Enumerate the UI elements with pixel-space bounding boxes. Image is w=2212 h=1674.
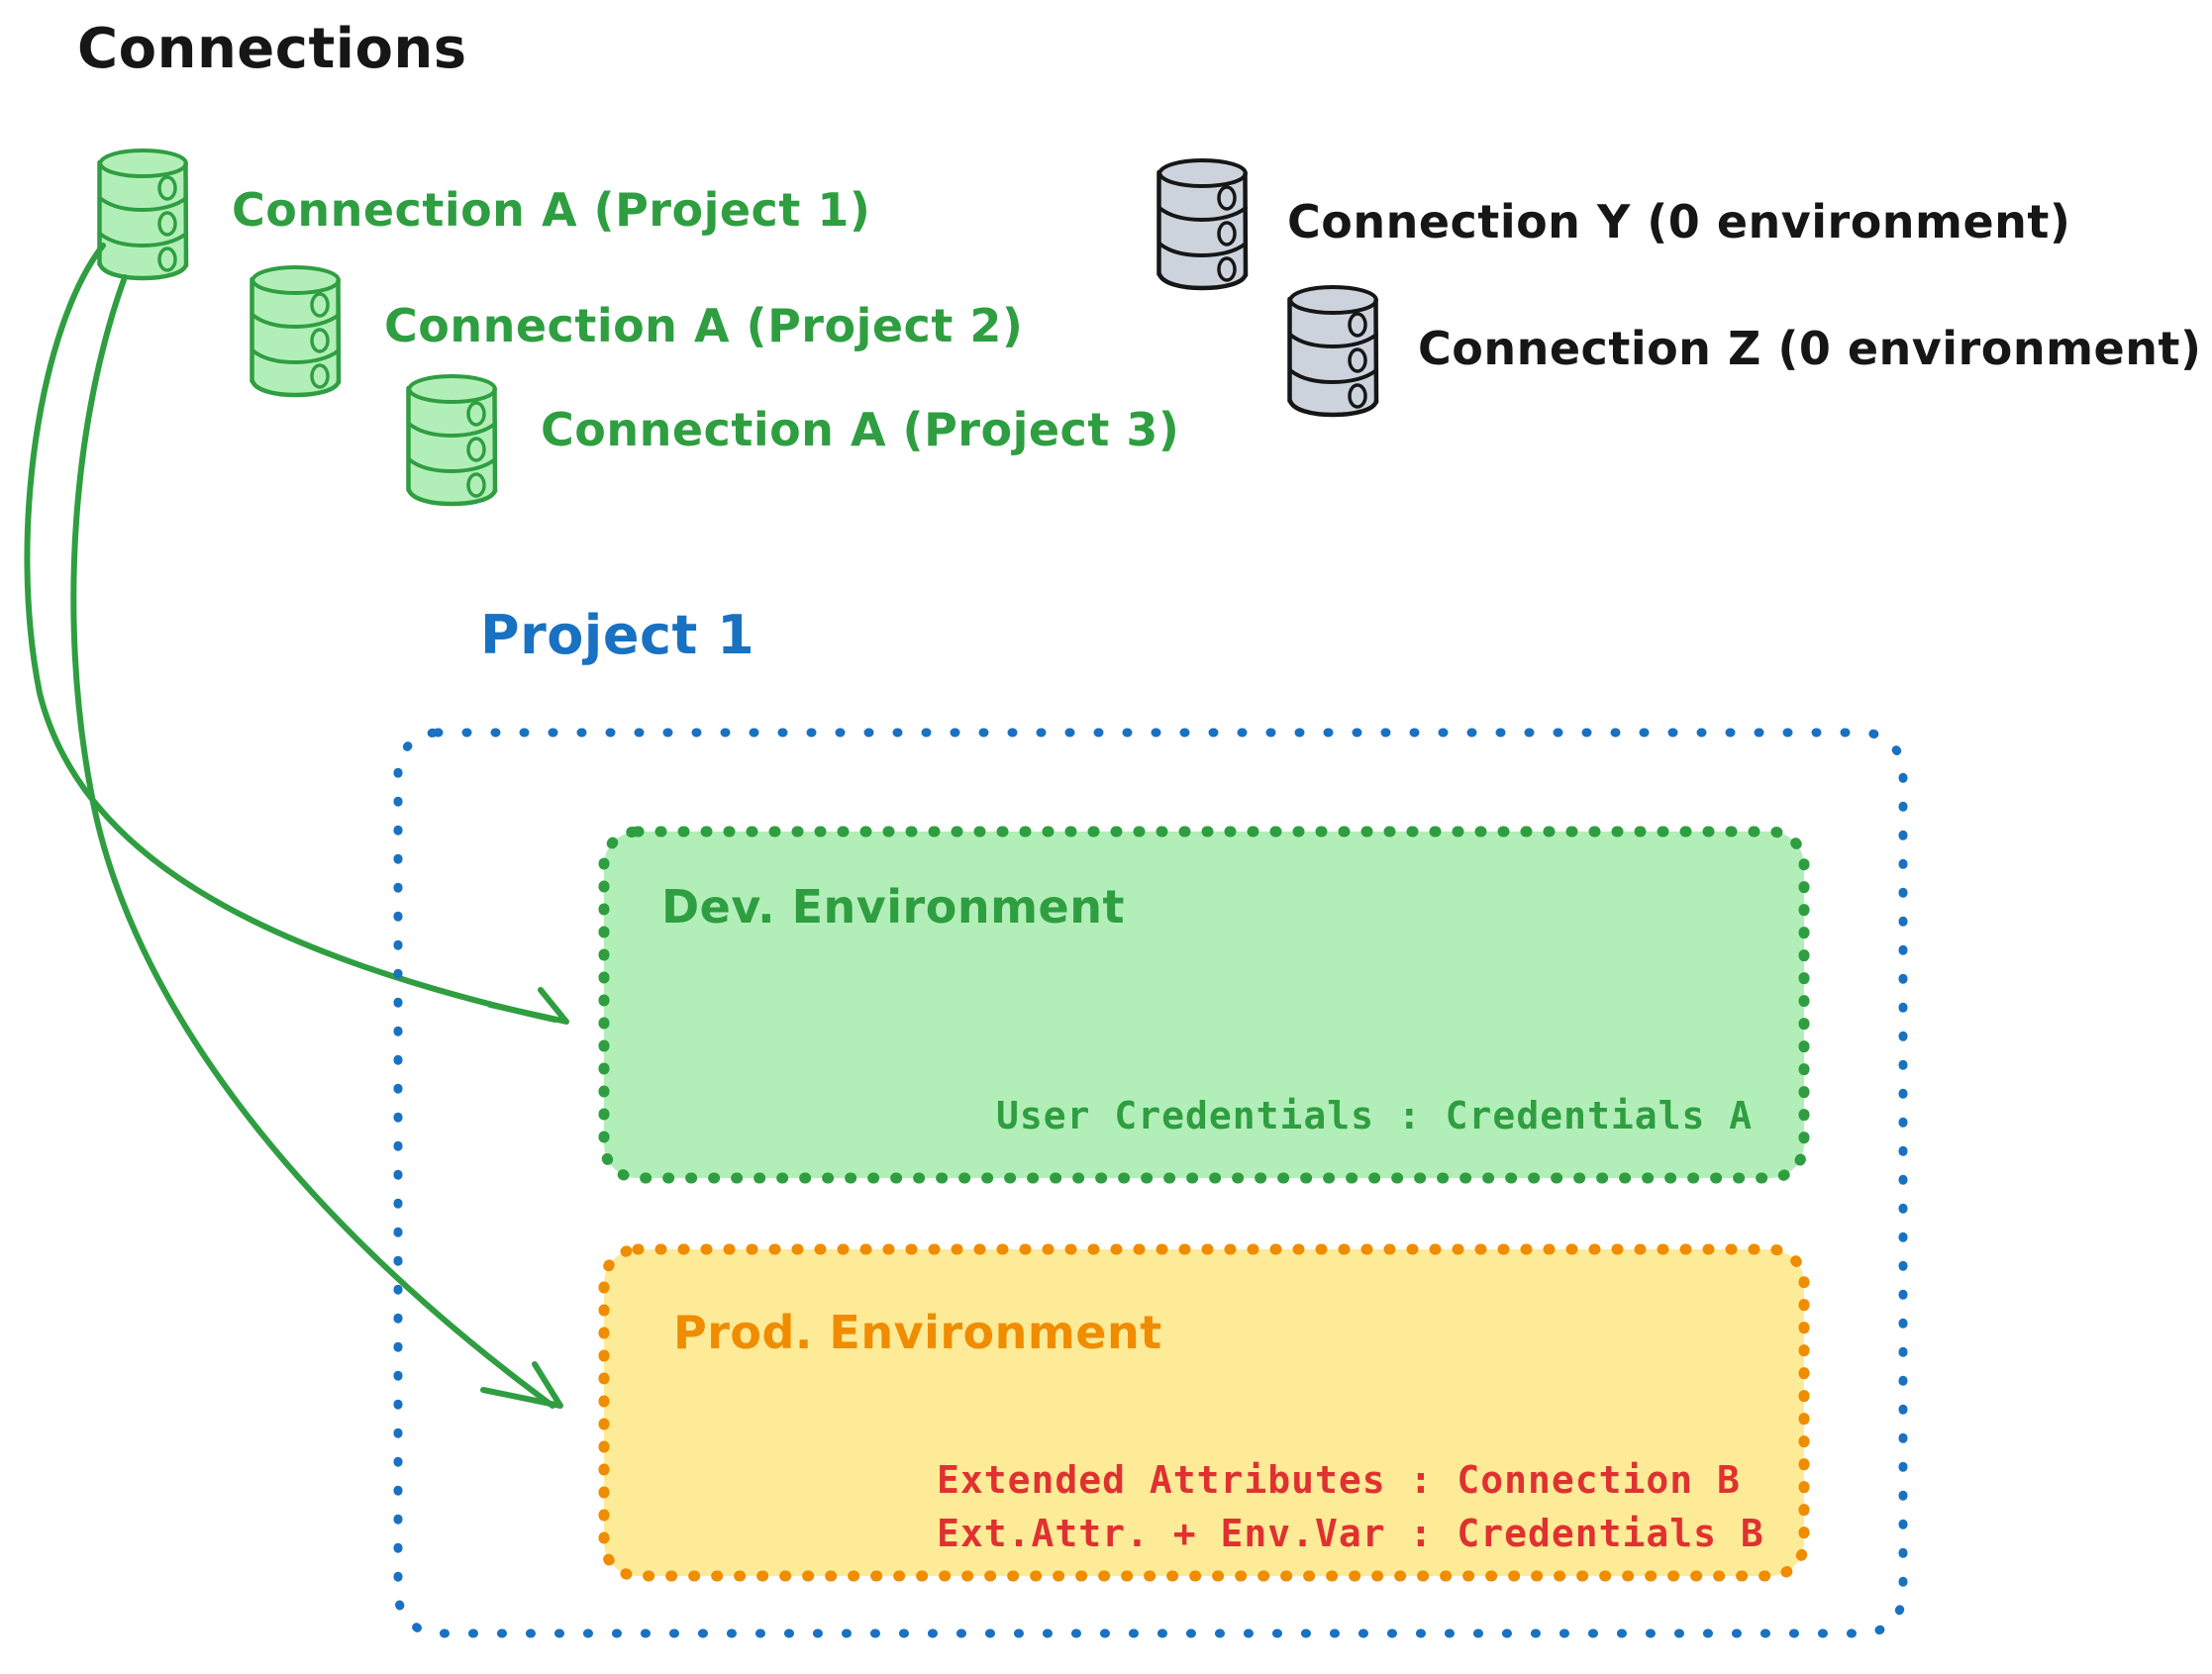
database-icon[interactable] bbox=[1289, 286, 1376, 415]
connection-label-z: Connection Z (0 environment) bbox=[1418, 322, 2202, 375]
page-title: Connections bbox=[77, 17, 467, 81]
database-icon[interactable] bbox=[1158, 159, 1246, 288]
project-title: Project 1 bbox=[480, 604, 754, 666]
prod-environment-title: Prod. Environment bbox=[673, 1306, 1162, 1359]
project-container bbox=[393, 728, 1908, 1638]
dev-environment-title: Dev. Environment bbox=[661, 880, 1125, 934]
prod-environment-entry-1: Extended Attributes : Connection B bbox=[937, 1458, 1741, 1502]
arrow-to-dev-environment bbox=[24, 243, 569, 1025]
connection-label-y: Connection Y (0 environment) bbox=[1287, 195, 2070, 248]
connection-label-a3: Connection A (Project 3) bbox=[541, 403, 1179, 456]
database-icon[interactable] bbox=[408, 375, 495, 504]
arrow-to-prod-environment bbox=[70, 274, 563, 1409]
database-icon[interactable] bbox=[99, 149, 186, 278]
connection-label-a1: Connection A (Project 1) bbox=[232, 183, 870, 237]
database-icon[interactable] bbox=[251, 266, 339, 395]
prod-environment-entry-2: Ext.Attr. + Env.Var : Credentials B bbox=[937, 1512, 1764, 1555]
dev-environment-entry: User Credentials : Credentials A bbox=[996, 1094, 1753, 1137]
dev-environment-box[interactable] bbox=[598, 826, 1810, 1184]
connection-label-a2: Connection A (Project 2) bbox=[384, 299, 1023, 352]
prod-environment-box[interactable] bbox=[598, 1243, 1810, 1582]
